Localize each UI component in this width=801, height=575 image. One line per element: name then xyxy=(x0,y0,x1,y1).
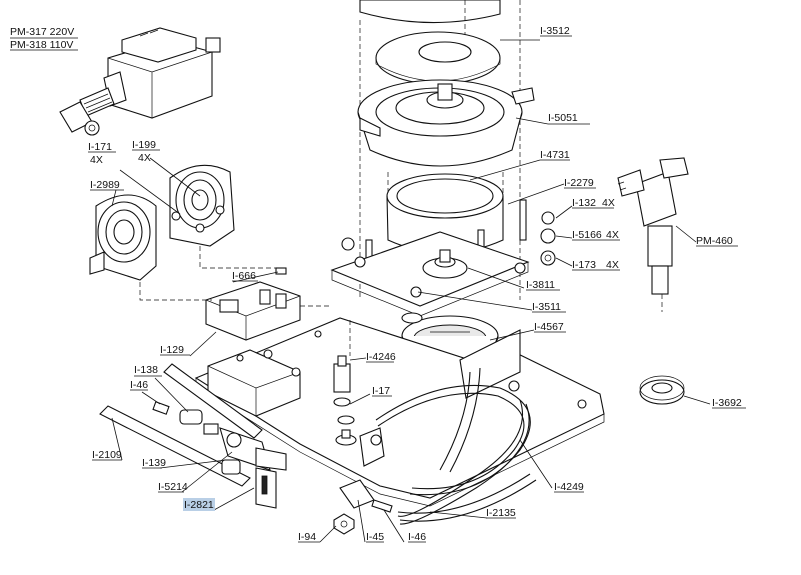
label-i-46-bottom: I-46 xyxy=(408,531,426,543)
solenoid-drawing xyxy=(617,157,689,312)
label-i-17: I-17 xyxy=(372,385,390,397)
motor-stack-drawing xyxy=(330,0,556,368)
label-i-666: I-666 xyxy=(232,270,256,282)
label-pm-318: PM-318 110V xyxy=(10,39,73,51)
label-i-4246: I-4246 xyxy=(366,351,396,363)
label-i-132-qty: 4X xyxy=(602,197,615,209)
part-labels: PM-317 220V PM-318 110V I-171 4X I-199 4… xyxy=(10,25,742,543)
leader-lines xyxy=(111,39,711,543)
fittings-drawing xyxy=(152,355,393,535)
tube-drawing xyxy=(99,363,537,525)
label-i-171: I-171 xyxy=(88,141,112,153)
label-i-45: I-45 xyxy=(366,531,384,543)
assembly-guides xyxy=(139,172,504,356)
nut-drawing xyxy=(639,375,685,405)
label-i-199-qty: 4X xyxy=(138,152,151,164)
label-underlines xyxy=(10,35,746,543)
label-i-2821: I-2821 xyxy=(184,499,214,511)
label-i-3511: I-3511 xyxy=(532,301,561,313)
label-i-173-qty: 4X xyxy=(606,259,619,271)
label-i-3692: I-3692 xyxy=(712,397,742,409)
label-i-2279: I-2279 xyxy=(564,177,594,189)
pump-drawing xyxy=(59,27,221,136)
label-i-3512: I-3512 xyxy=(540,25,570,37)
label-i-5166-qty: 4X xyxy=(606,229,619,241)
label-i-173: I-173 xyxy=(572,259,596,271)
label-i-3811: I-3811 xyxy=(526,279,555,291)
label-i-132: I-132 xyxy=(572,197,596,209)
label-i-138: I-138 xyxy=(134,364,158,376)
label-i-2989: I-2989 xyxy=(90,179,120,191)
label-i-2135: I-2135 xyxy=(486,507,516,519)
label-i-199: I-199 xyxy=(132,139,156,151)
label-i-5166: I-5166 xyxy=(572,229,602,241)
label-i-4731: I-4731 xyxy=(540,149,570,161)
label-i-129: I-129 xyxy=(160,344,184,356)
label-pm-460: PM-460 xyxy=(696,235,733,247)
highlight-i-2821 xyxy=(183,498,215,511)
label-i-139: I-139 xyxy=(142,457,166,469)
label-i-171-qty: 4X xyxy=(90,154,103,166)
label-i-94: I-94 xyxy=(298,531,316,543)
label-i-46-left: I-46 xyxy=(130,379,148,391)
bracket-drawing xyxy=(89,164,301,341)
label-i-2109: I-2109 xyxy=(92,449,122,461)
label-pm-317: PM-317 220V xyxy=(10,26,74,38)
label-i-5214: I-5214 xyxy=(158,481,188,493)
label-i-5051: I-5051 xyxy=(548,112,578,124)
label-i-4249: I-4249 xyxy=(554,481,584,493)
label-i-4567: I-4567 xyxy=(534,321,564,333)
base-plate-drawing xyxy=(194,317,605,507)
